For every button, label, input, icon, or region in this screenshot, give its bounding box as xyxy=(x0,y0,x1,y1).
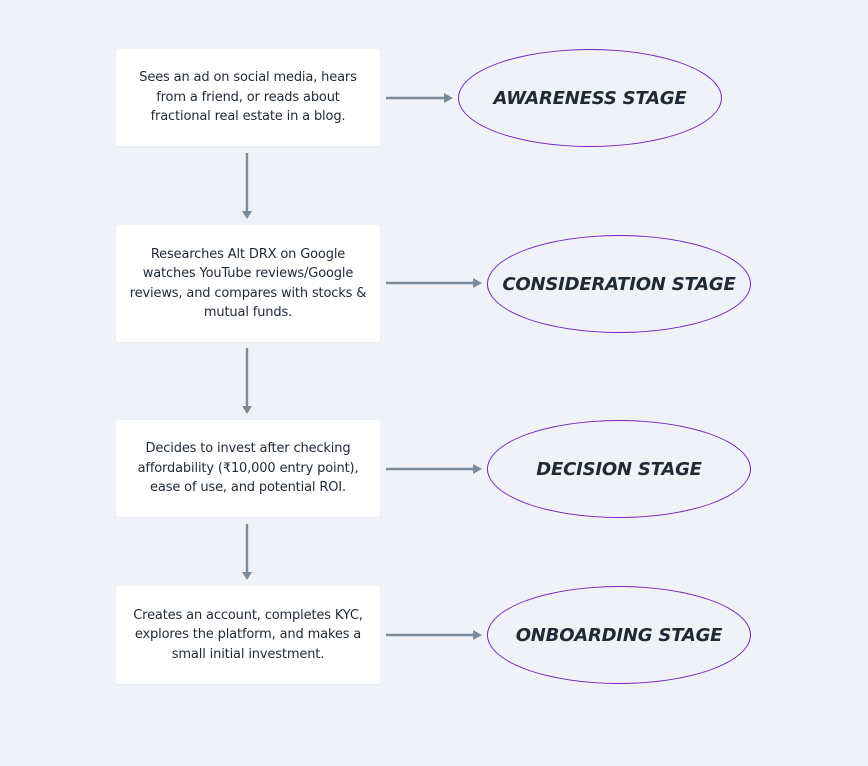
step-description: Decides to invest after checking afforda… xyxy=(137,441,359,496)
stage-label: CONSIDERATION STAGE xyxy=(502,273,736,295)
stage-ellipse-consideration: CONSIDERATION STAGE xyxy=(487,235,751,333)
stage-ellipse-decision: DECISION STAGE xyxy=(487,420,751,518)
stage-ellipse-onboarding: ONBOARDING STAGE xyxy=(487,586,751,684)
right-arrowhead-1 xyxy=(444,93,453,103)
stage-label: AWARENESS STAGE xyxy=(493,87,687,109)
down-arrowhead-2 xyxy=(242,406,252,414)
down-arrowhead-1 xyxy=(242,211,252,219)
stage-ellipse-awareness: AWARENESS STAGE xyxy=(458,49,722,147)
step-description: Creates an account, completes KYC, explo… xyxy=(133,607,363,662)
step-description: Researches Alt DRX on Google watches You… xyxy=(129,246,367,321)
stage-label: ONBOARDING STAGE xyxy=(515,624,723,646)
down-arrowhead-3 xyxy=(242,572,252,580)
step-box-consideration: Researches Alt DRX on Google watches You… xyxy=(116,225,380,342)
step-box-decision: Decides to invest after checking afforda… xyxy=(116,420,380,517)
stage-label: DECISION STAGE xyxy=(536,458,702,480)
step-box-awareness: Sees an ad on social media, hears from a… xyxy=(116,49,380,146)
step-description: Sees an ad on social media, hears from a… xyxy=(139,70,357,125)
right-arrowhead-4 xyxy=(473,630,482,640)
right-arrowhead-2 xyxy=(473,278,482,288)
right-arrowhead-3 xyxy=(473,464,482,474)
step-box-onboarding: Creates an account, completes KYC, explo… xyxy=(116,586,380,684)
